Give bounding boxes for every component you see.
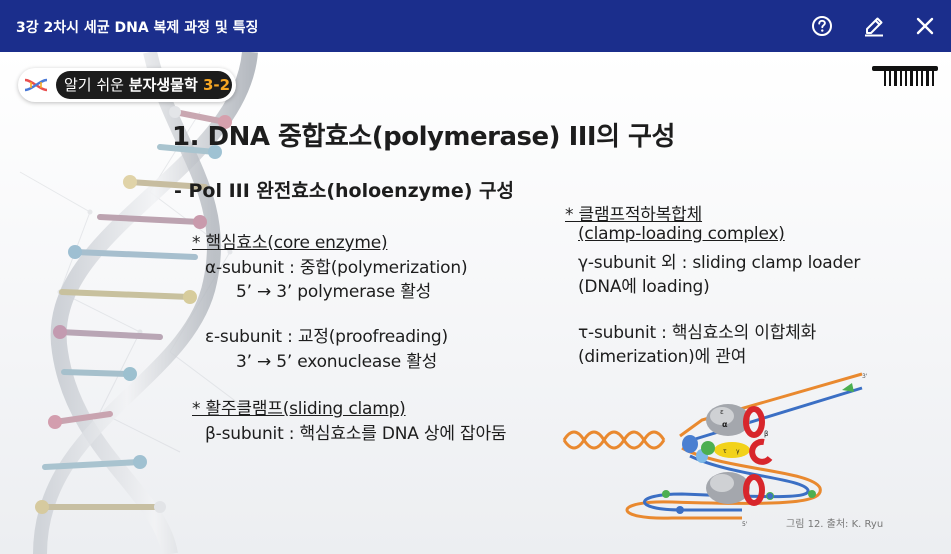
alpha-subunit-text: α-subunit : 중합(polymerization) (205, 258, 468, 278)
tau-subunit-text: τ-subunit : 핵심효소의 이합체화 (578, 323, 817, 343)
help-button[interactable] (808, 12, 836, 40)
close-icon (916, 17, 934, 35)
beta-subunit-text: β-subunit : 핵심효소를 DNA 상에 잡아둠 (205, 424, 507, 444)
figure-5prime-label: 5' (742, 521, 748, 528)
epsilon-subunit-detail: 3’ → 5’ exonuclease 활성 (236, 352, 438, 372)
figure-gamma-label: γ (736, 448, 740, 455)
tau-subunit-detail: (dimerization)에 관여 (578, 347, 747, 367)
lecture-slide: 알기 쉬운 분자생물학 3-2 1. DNA 중합효소(polymerase) … (0, 52, 951, 554)
header-bar: 3강 2차시 세균 DNA 복제 과정 및 특징 (0, 0, 951, 52)
epsilon-subunit-text: ε-subunit : 교정(proofreading) (205, 327, 448, 347)
pol3-holoenzyme-figure: 3' 5' ε α β τ γ (562, 372, 868, 528)
close-button[interactable] (911, 12, 939, 40)
course-name: 알기 쉬운 분자생물학 3-2 (56, 71, 232, 99)
figure-epsilon-label: ε (720, 408, 724, 416)
sliding-clamp-heading: * 활주클램프(sliding clamp) (192, 399, 406, 419)
gamma-subunit-text: γ-subunit 외 : sliding clamp loader (578, 253, 861, 273)
question-circle-icon (812, 16, 832, 36)
pencil-icon (865, 17, 883, 37)
course-badge: 알기 쉬운 분자생물학 3-2 (18, 68, 236, 102)
course-number: 3-2 (197, 76, 231, 94)
gamma-subunit-detail: (DNA에 loading) (578, 277, 710, 297)
lecture-title: 3강 2차시 세균 DNA 복제 과정 및 특징 (16, 20, 259, 36)
dna-logo-icon (24, 78, 48, 92)
edit-button[interactable] (860, 12, 888, 40)
figure-alpha-label: α (722, 420, 728, 429)
core-enzyme-heading: * 핵심효소(core enzyme) (192, 233, 388, 253)
slide-subtitle: - Pol III 완전효소(holoenzyme) 구성 (174, 180, 514, 202)
figure-tau-label: τ (723, 448, 727, 455)
barcode-logo-icon (872, 66, 938, 86)
figure-caption: 그림 12. 출처: K. Ryu (786, 519, 884, 530)
figure-3prime-label: 3' (862, 373, 868, 380)
clamp-loading-heading-en: (clamp-loading complex) (578, 224, 785, 244)
course-subject: 분자생물학 (128, 76, 198, 94)
slide-title: 1. DNA 중합효소(polymerase) III의 구성 (172, 122, 675, 152)
figure-beta-label: β (764, 430, 768, 438)
course-prefix: 알기 쉬운 (64, 76, 129, 94)
clamp-loading-heading: * 클램프적하복합체 (565, 205, 703, 225)
dna-helix-illustration (19, 52, 258, 554)
alpha-subunit-detail: 5’ → 3’ polymerase 활성 (236, 282, 432, 302)
